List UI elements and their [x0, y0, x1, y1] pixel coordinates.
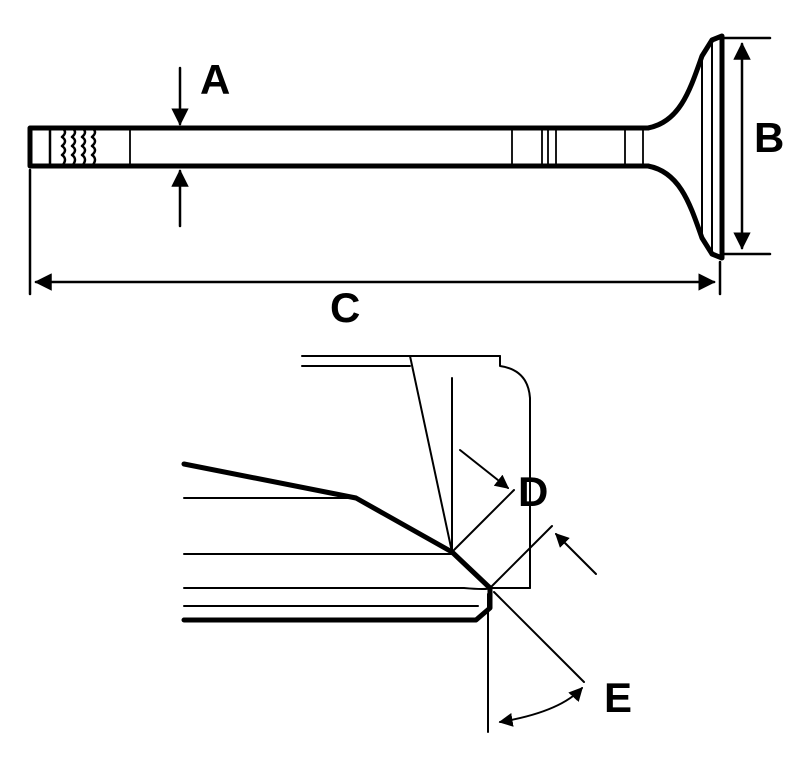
valve-head [645, 33, 725, 261]
valve-stem [27, 125, 651, 169]
valve-face-lines [701, 41, 713, 253]
seat-detail-view [181, 355, 597, 733]
valve-face-profile [181, 461, 493, 623]
valve-side-view [27, 33, 772, 296]
seat-outline [183, 355, 531, 607]
stem-marks [129, 129, 644, 165]
dimension-d [451, 449, 597, 589]
dimension-c [28, 168, 722, 296]
keeper-grooves [48, 126, 97, 168]
label-e: E [604, 674, 632, 721]
dimension-e [487, 591, 585, 733]
label-c: C [330, 284, 360, 331]
label-d: D [518, 468, 548, 515]
dimension-b [722, 36, 772, 256]
label-b: B [754, 114, 784, 161]
label-a: A [200, 56, 230, 103]
